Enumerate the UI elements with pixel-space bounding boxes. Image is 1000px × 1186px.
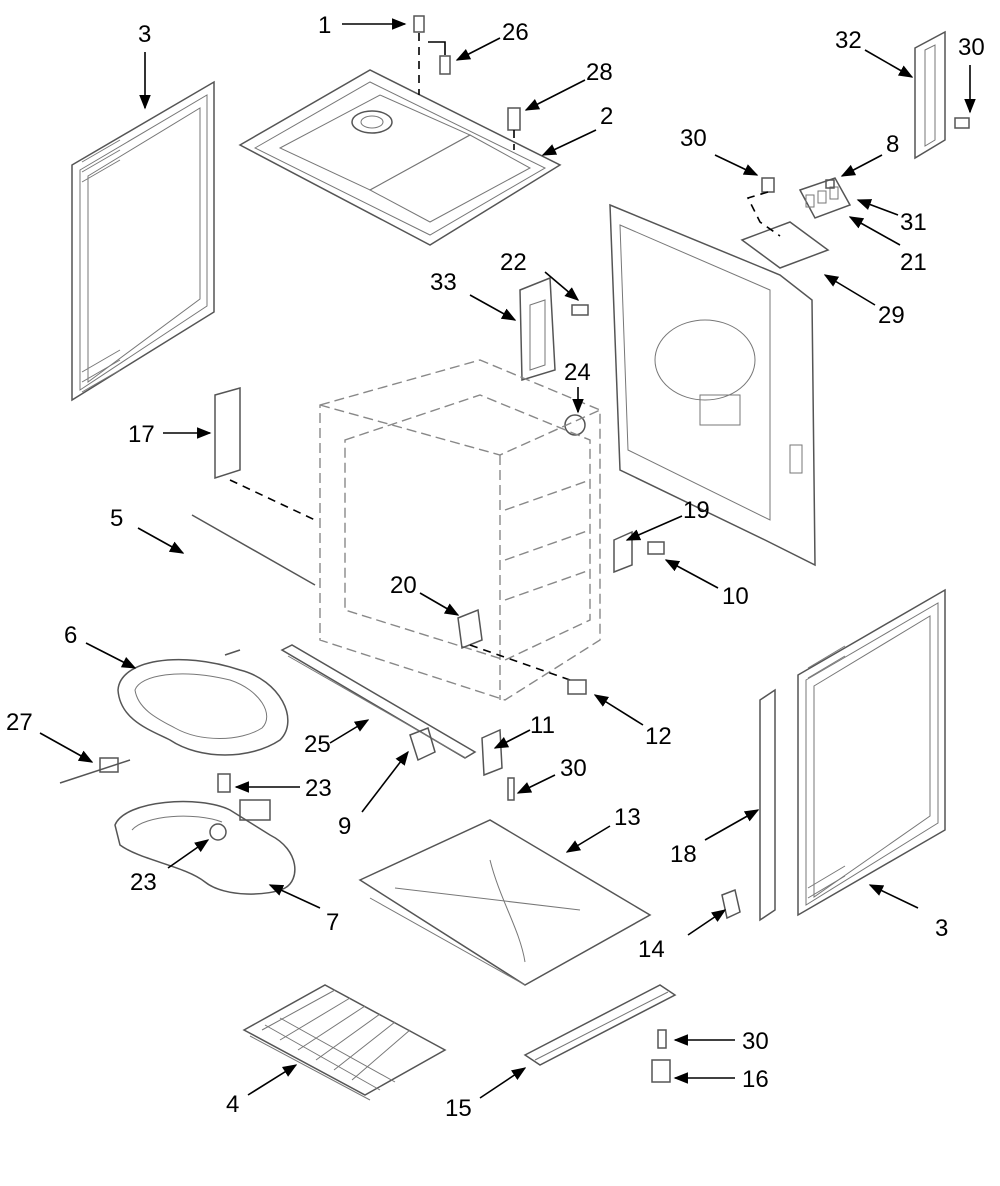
callout-5: 5	[110, 505, 123, 532]
screw-8	[825, 179, 835, 189]
callout-19: 19	[683, 497, 710, 524]
callout-17: 17	[128, 421, 155, 448]
screw-30-top	[954, 117, 970, 129]
callout-3-bottom: 3	[935, 915, 948, 942]
screw-23-b	[209, 823, 227, 841]
callout-14: 14	[638, 936, 665, 963]
bake-element-6	[117, 649, 289, 756]
screw-22	[571, 304, 589, 316]
callout-23-a: 23	[305, 775, 332, 802]
callout-32: 32	[835, 27, 862, 54]
callout-2: 2	[600, 103, 613, 130]
callout-26: 26	[502, 19, 529, 46]
screw-23-a	[217, 773, 231, 793]
hinge-bracket-17	[214, 387, 316, 521]
callout-7: 7	[326, 909, 339, 936]
callout-29: 29	[878, 302, 905, 329]
callout-33: 33	[430, 269, 457, 296]
screw-1	[413, 15, 425, 95]
seal-strip-18	[759, 688, 776, 922]
callout-1: 1	[318, 12, 331, 39]
callout-31: 31	[900, 209, 927, 236]
trim-bar-25	[280, 644, 477, 759]
callout-22: 22	[500, 249, 527, 276]
screw-28	[507, 107, 521, 150]
callout-10: 10	[722, 583, 749, 610]
callout-9: 9	[338, 813, 351, 840]
callout-15: 15	[445, 1095, 472, 1122]
callout-3-top: 3	[138, 21, 151, 48]
screw-30-bottom	[657, 1029, 667, 1049]
callout-11: 11	[530, 712, 555, 739]
callout-27: 27	[6, 709, 33, 736]
callout-23-b: 23	[130, 869, 157, 896]
callout-25: 25	[304, 731, 331, 758]
callout-28: 28	[586, 59, 613, 86]
callout-8: 8	[886, 131, 899, 158]
screw-12	[567, 679, 587, 695]
screw-26	[428, 41, 451, 75]
callout-12: 12	[645, 723, 672, 750]
bottom-panel-13	[358, 819, 652, 986]
callout-30-top: 30	[958, 34, 985, 61]
oven-rack-4	[242, 984, 447, 1101]
bracket-29	[740, 221, 830, 269]
terminal-block-21	[798, 177, 852, 219]
callout-4: 4	[226, 1091, 239, 1118]
side-panel-left	[71, 80, 215, 402]
leader-lines	[39, 18, 976, 1099]
oven-cavity	[319, 359, 601, 701]
screw-30-mid	[746, 177, 781, 237]
callout-30-bottom: 30	[742, 1028, 769, 1055]
knob-9	[409, 727, 436, 762]
side-panel-right	[797, 588, 946, 917]
callout-24: 24	[564, 359, 591, 386]
cooktop-top-panel	[238, 69, 562, 246]
clip-14	[721, 888, 741, 920]
screw-30-low	[507, 777, 515, 801]
callout-18: 18	[670, 841, 697, 868]
vent-duct-33	[519, 276, 556, 382]
latch-11	[481, 728, 503, 777]
broil-element-7	[114, 799, 296, 895]
bracket-19	[613, 530, 633, 574]
sensor-probe-27	[59, 757, 131, 784]
back-panel	[609, 203, 816, 567]
callout-16: 16	[742, 1066, 769, 1093]
callout-20: 20	[390, 572, 417, 599]
callout-6: 6	[64, 622, 77, 649]
leveler-16	[651, 1059, 671, 1083]
bracket-32	[914, 30, 946, 160]
callout-30-low: 30	[560, 755, 587, 782]
screw-10	[647, 541, 665, 555]
clip-20	[457, 608, 571, 681]
callout-21: 21	[900, 249, 927, 276]
callout-30-mid: 30	[680, 125, 707, 152]
rod-5	[191, 514, 316, 586]
callout-13: 13	[614, 804, 641, 831]
drawer-slide-15	[523, 984, 677, 1066]
